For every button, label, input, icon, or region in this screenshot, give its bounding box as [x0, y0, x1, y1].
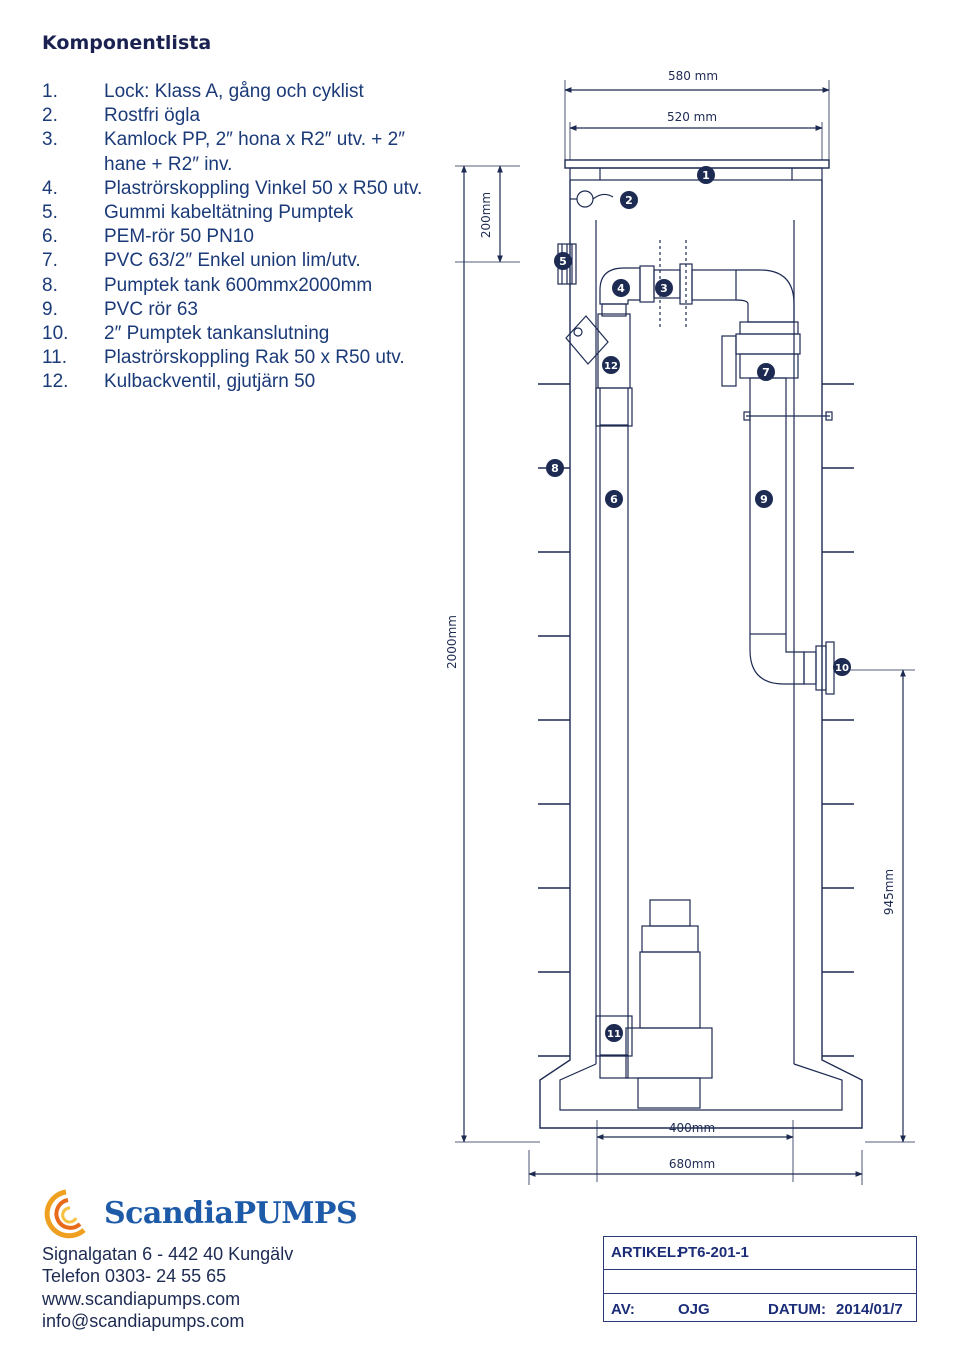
- brand-name: ScandiaPUMPS: [104, 1196, 358, 1231]
- component-item: 7. PVC 63/2″ Enkel union lim/utv.: [42, 249, 434, 273]
- title-block-author-row: AV: OJG DATUM: 2014/01/7: [604, 1293, 916, 1323]
- component-number: 2.: [42, 105, 58, 127]
- svg-text:5: 5: [559, 255, 567, 268]
- component-number: 1.: [42, 81, 58, 102]
- component-text: Kulbackventil, gjutjärn 50: [104, 371, 316, 393]
- component-item: 3. Kamlock PP, 2″ hona x R2″ utv. + 2″ ha…: [42, 128, 434, 176]
- svg-text:3: 3: [660, 282, 668, 295]
- component-number: 11.: [42, 347, 68, 369]
- dim-400: 400mm: [669, 1121, 715, 1135]
- dim-580: 580 mm: [668, 69, 718, 83]
- component-number: 10.: [42, 323, 69, 345]
- component-text: PEM-rör 50 PN10: [104, 226, 254, 248]
- component-item: 9. PVC rör 63: [42, 298, 434, 322]
- component-text: Rostfri ögla: [104, 105, 201, 127]
- svg-text:7: 7: [762, 366, 770, 379]
- callout-markers: 1 2 3 4 5 6 7 8 9 10 11 12: [546, 166, 851, 1042]
- component-text: Kamlock PP, 2″ hona x R2″ utv. + 2″ hane…: [104, 129, 405, 175]
- website-link[interactable]: www.scandiapumps.com: [42, 1288, 241, 1309]
- title-block: ARTIKEL: PT6-201-1 AV: OJG DATUM: 2014/0…: [603, 1236, 917, 1322]
- address: Signalgatan 6 - 442 40 Kungälv: [42, 1244, 294, 1264]
- marker-1: 1: [697, 166, 715, 184]
- dim-2000: 2000mm: [445, 615, 459, 669]
- component-text: Plaströrskoppling Rak 50 x R50 utv.: [104, 347, 405, 369]
- component-text: PVC rör 63: [104, 298, 198, 320]
- datum-label: DATUM:: [768, 1301, 827, 1318]
- marker-11: 11: [605, 1024, 623, 1042]
- component-item: 6. PEM-rör 50 PN10: [42, 225, 434, 249]
- component-number: 5.: [42, 202, 58, 224]
- svg-text:2: 2: [625, 194, 633, 207]
- phone: Telefon 0303- 24 55 65: [42, 1266, 227, 1287]
- component-text: Gummi kabeltätning Pumptek: [104, 202, 354, 224]
- datum-value: 2014/01/7: [836, 1301, 903, 1318]
- component-list-title: Komponentlista: [42, 32, 212, 54]
- component-text: Plaströrskoppling Vinkel 50 x R50 utv.: [104, 177, 423, 199]
- component-number: 4.: [42, 177, 58, 199]
- component-number: 3.: [42, 129, 58, 151]
- component-number: 12.: [42, 371, 69, 393]
- svg-text:8: 8: [551, 462, 559, 475]
- marker-7: 7: [757, 363, 775, 381]
- dim-520: 520 mm: [667, 110, 717, 124]
- svg-text:9: 9: [760, 493, 768, 506]
- component-text: PVC 63/2″ Enkel union lim/utv.: [104, 250, 361, 272]
- marker-5: 5: [554, 252, 572, 270]
- component-text: Lock: Klass A, gång och cyklist: [104, 81, 364, 102]
- marker-10: 10: [833, 658, 851, 676]
- svg-text:12: 12: [604, 361, 618, 372]
- marker-8: 8: [546, 459, 564, 477]
- component-number: 6.: [42, 226, 58, 248]
- dim-680: 680mm: [669, 1157, 715, 1171]
- email-link[interactable]: info@scandiapumps.com: [42, 1311, 245, 1332]
- av-value: OJG: [678, 1301, 710, 1318]
- brand-logo-icon: [44, 1189, 86, 1239]
- marker-12: 12: [602, 356, 620, 374]
- marker-4: 4: [612, 279, 630, 297]
- component-item: 1. Lock: Klass A, gång och cyklist: [42, 80, 434, 104]
- marker-2: 2: [620, 191, 638, 209]
- dim-945: 945mm: [882, 869, 896, 915]
- dim-200: 200mm: [479, 192, 493, 238]
- component-text: Pumptek tank 600mmx2000mm: [104, 274, 373, 296]
- artikel-value: PT6-201-1: [678, 1244, 749, 1261]
- component-item: 5. Gummi kabeltätning Pumptek: [42, 201, 434, 225]
- svg-text:10: 10: [835, 663, 849, 674]
- title-block-article-row: ARTIKEL: PT6-201-1: [604, 1237, 916, 1270]
- marker-6: 6: [605, 490, 623, 508]
- component-text: 2″ Pumptek tankanslutning: [104, 323, 330, 345]
- component-number: 8.: [42, 274, 58, 296]
- component-number: 7.: [42, 250, 58, 272]
- component-item: 10. 2″ Pumptek tankanslutning: [42, 322, 434, 346]
- artikel-label: ARTIKEL:: [611, 1244, 681, 1261]
- marker-3: 3: [655, 279, 673, 297]
- component-item: 8. Pumptek tank 600mmx2000mm: [42, 274, 434, 298]
- component-number: 9.: [42, 298, 58, 320]
- av-label: AV:: [611, 1301, 635, 1318]
- svg-text:4: 4: [617, 282, 625, 295]
- component-item: 4. Plaströrskoppling Vinkel 50 x R50 utv.: [42, 177, 434, 201]
- component-item: 11. Plaströrskoppling Rak 50 x R50 utv.: [42, 346, 434, 370]
- svg-text:6: 6: [610, 493, 618, 506]
- svg-text:1: 1: [702, 169, 710, 182]
- component-item: 2. Rostfri ögla: [42, 104, 434, 128]
- component-list: 1. Lock: Klass A, gång och cyklist 2. Rostf…: [42, 80, 434, 395]
- component-item: 12. Kulbackventil, gjutjärn 50: [42, 370, 434, 394]
- svg-text:11: 11: [607, 1029, 621, 1040]
- marker-9: 9: [755, 490, 773, 508]
- contact-block: Signalgatan 6 - 442 40 Kungälv Telefon 0…: [42, 1243, 293, 1333]
